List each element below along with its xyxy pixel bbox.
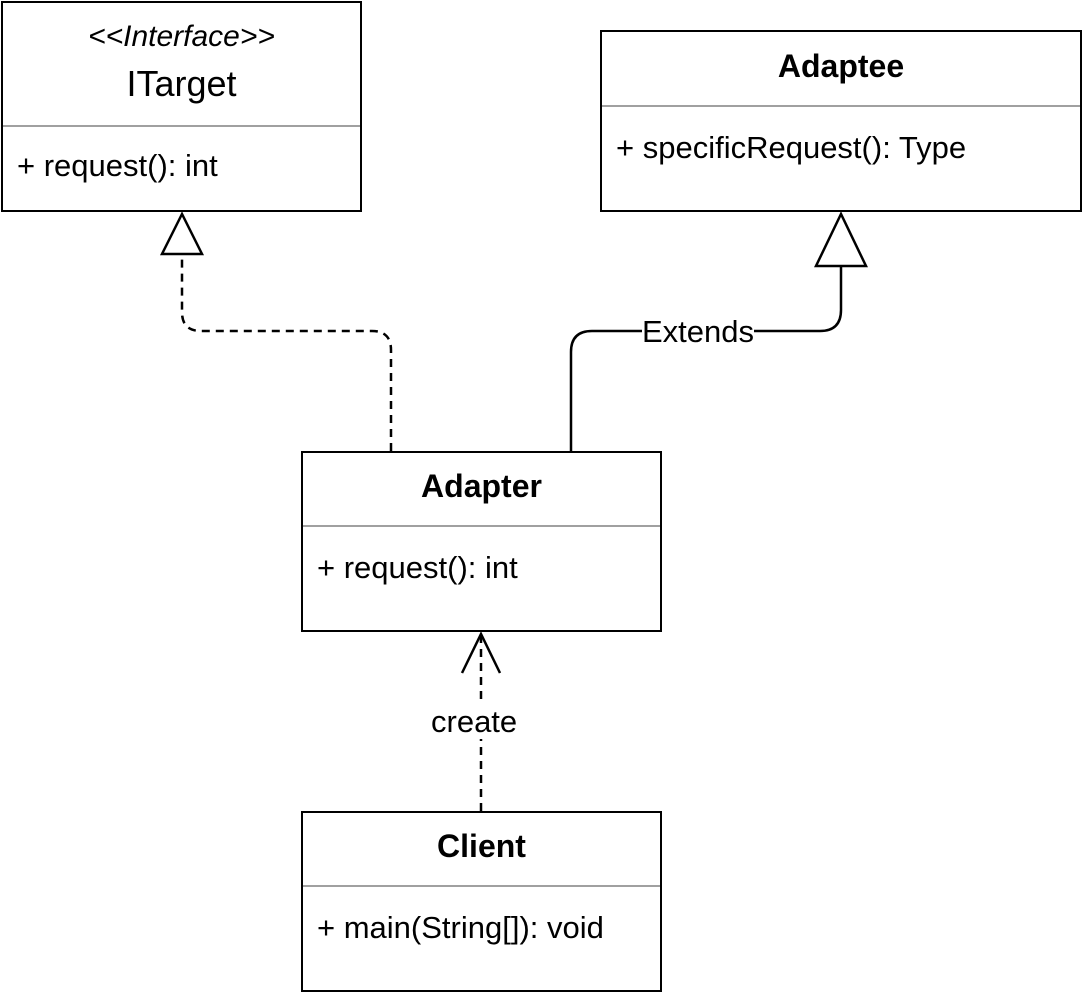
- class-box-client[interactable]: Client + main(String[]): void: [301, 811, 662, 992]
- itarget-name: ITarget: [126, 63, 237, 104]
- class-box-adaptee[interactable]: Adaptee + specificRequest(): Type: [600, 30, 1082, 212]
- client-separator: [303, 885, 660, 887]
- realization-edge-adapter-itarget: [180, 254, 393, 451]
- client-member: + main(String[]): void: [317, 910, 604, 945]
- generalization-arrowhead-adaptee: [814, 211, 868, 268]
- adapter-name: Adapter: [421, 468, 542, 504]
- extends-edge-label: Extends: [642, 314, 755, 349]
- dependency-arrowhead-adapter: [460, 631, 502, 674]
- adaptee-name: Adaptee: [777, 48, 905, 84]
- itarget-stereotype: <<Interface>>: [88, 20, 275, 53]
- itarget-member: + request(): int: [17, 148, 218, 183]
- adapter-separator: [303, 525, 660, 527]
- class-box-adapter[interactable]: Adapter + request(): int: [301, 451, 662, 632]
- realization-arrowhead-itarget: [159, 211, 205, 256]
- adaptee-member: + specificRequest(): Type: [616, 130, 967, 165]
- itarget-separator: [3, 125, 360, 127]
- generalization-edge-adapter-adaptee: [569, 266, 843, 451]
- create-edge-label: create: [431, 704, 518, 739]
- class-box-itarget[interactable]: <<Interface>> ITarget + request(): int: [1, 1, 362, 212]
- adapter-member: + request(): int: [317, 550, 518, 585]
- client-name: Client: [437, 828, 526, 864]
- adaptee-separator: [602, 105, 1080, 107]
